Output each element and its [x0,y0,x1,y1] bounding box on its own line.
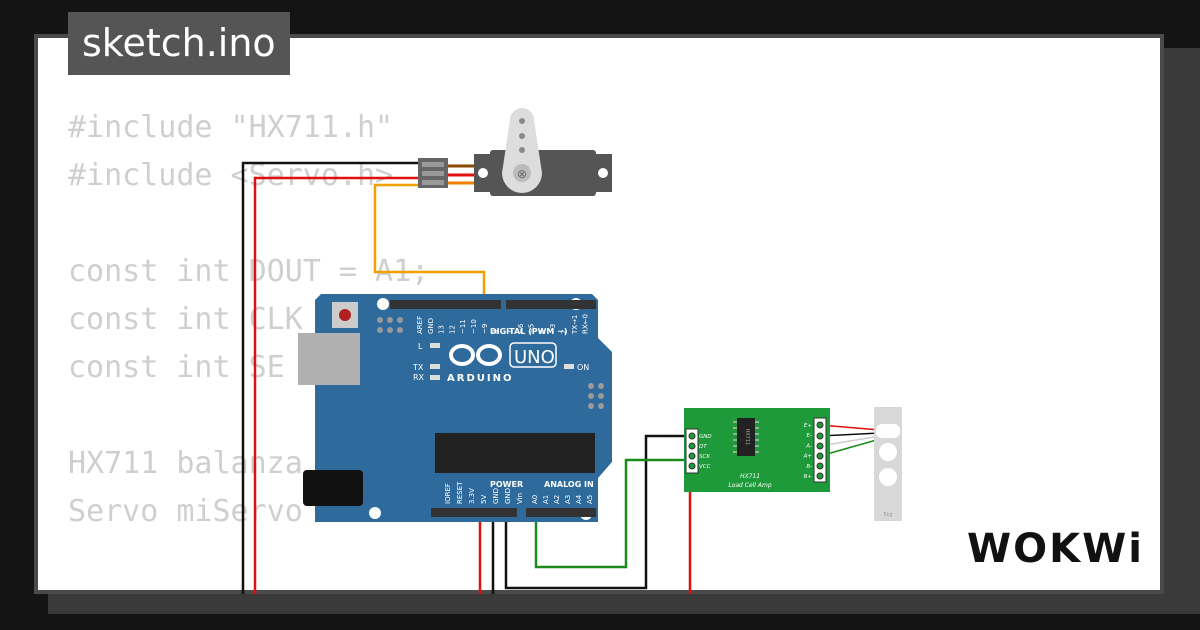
preview-card: #include "HX711.h"#include <Servo.h>cons… [34,34,1164,594]
usb-port [298,333,360,385]
code-line: HX711 balanza [68,446,303,481]
pin-label: 5V [480,495,488,504]
pin-label: ~11 [459,319,467,334]
pin-label: RX←0 [582,314,590,334]
pin-label: 7 [506,330,514,334]
file-tab[interactable]: sketch.ino [68,12,290,75]
pin-label: E+ [804,423,812,429]
led-on-label: ON [577,363,589,372]
code-line: #include "HX711.h" [68,110,394,145]
digital-label: DIGITAL (PWM ~) [490,327,568,336]
digital-header-2 [506,300,596,309]
hx711-chip-label: HX711 [744,429,750,446]
pin-label: 8 [492,330,500,334]
power-pin-labels: IOREF RESET 3.3V 5V GND GND Vin [444,481,524,504]
pin-label: GND [504,488,512,504]
pin-label: RESET [456,481,464,504]
digital-header-1 [390,300,501,309]
analog-label: ANALOG IN [544,480,594,489]
pin-label: VCC [699,464,711,470]
arduino-model: UNO [514,347,555,368]
led-l-label: L [418,342,423,351]
load-cell[interactable] [874,407,902,521]
pin-label: 12 [448,325,456,334]
hx711-chip [737,418,755,456]
pin-label: A0 [531,495,539,504]
pin-label: A+ [803,454,813,460]
pin-label: TX→1 [571,315,579,335]
hx711-right-pin-labels: E+ E- A- A+ B- B+ [803,423,813,480]
svg-text:⊗: ⊗ [517,167,527,181]
hx711-left-pin-labels: GND DT SCK VCC [699,434,712,470]
hx711-title: HX711 [740,473,760,480]
arduino-uno-board[interactable] [298,294,612,522]
pin-label: A4 [575,494,583,504]
pin-label: ~9 [481,324,489,334]
wire-servo-gnd [241,161,420,594]
code-line: Servo miServo [68,494,303,529]
pin-label: B+ [804,474,813,480]
pin-label: 4 [538,329,546,334]
pin-label: SCK [699,454,710,460]
pin-label: B- [806,464,812,470]
pin-label: A5 [586,495,594,504]
servo-motor[interactable]: ⊗ [418,108,612,196]
arduino-brand: ARDUINO [447,373,513,384]
pin-label: A- [805,443,812,449]
pin-label: ~5 [528,324,536,334]
led-rx-label: RX [413,373,425,382]
power-jack [303,470,363,506]
code-line: const int SE [68,350,285,385]
pin-label: IOREF [444,483,452,504]
atmega-chip [435,433,595,473]
analog-header [526,508,596,517]
wire-servo-signal [373,183,486,305]
pin-label: 2 [560,330,568,334]
pin-label: GND [492,488,500,504]
wire-hx711-gnd [504,434,693,590]
led-tx-label: TX [412,363,424,372]
pin-label: ~3 [549,324,557,334]
pin-label: ~6 [517,323,525,334]
pin-label: A1 [542,495,550,504]
pin-label: 13 [438,325,446,334]
hx711-subtitle: Load Cell Amp [728,482,771,489]
arduino-logo [449,344,502,366]
code-line: const int CLK [68,302,303,337]
wokwi-logo: WOKWi [967,526,1144,572]
power-header [431,508,517,517]
pin-label: A3 [564,495,572,504]
pin-label: DT [699,444,707,450]
power-label: POWER [490,480,523,489]
wire-hx711-dt [534,458,693,569]
pin-label: E- [807,433,812,439]
pin-label: GND [427,318,435,334]
pin-label: AREF [416,316,424,334]
pin-label: 3.3V [468,488,476,504]
pin-label: A2 [553,495,561,504]
pin-label: Vin [516,493,524,504]
wire-servo-vcc [253,176,420,594]
pin-label: ~10 [470,319,478,334]
hx711-module[interactable] [684,408,830,492]
pin-label: GND [699,434,712,440]
load-cell-label: 5kg [883,512,892,518]
